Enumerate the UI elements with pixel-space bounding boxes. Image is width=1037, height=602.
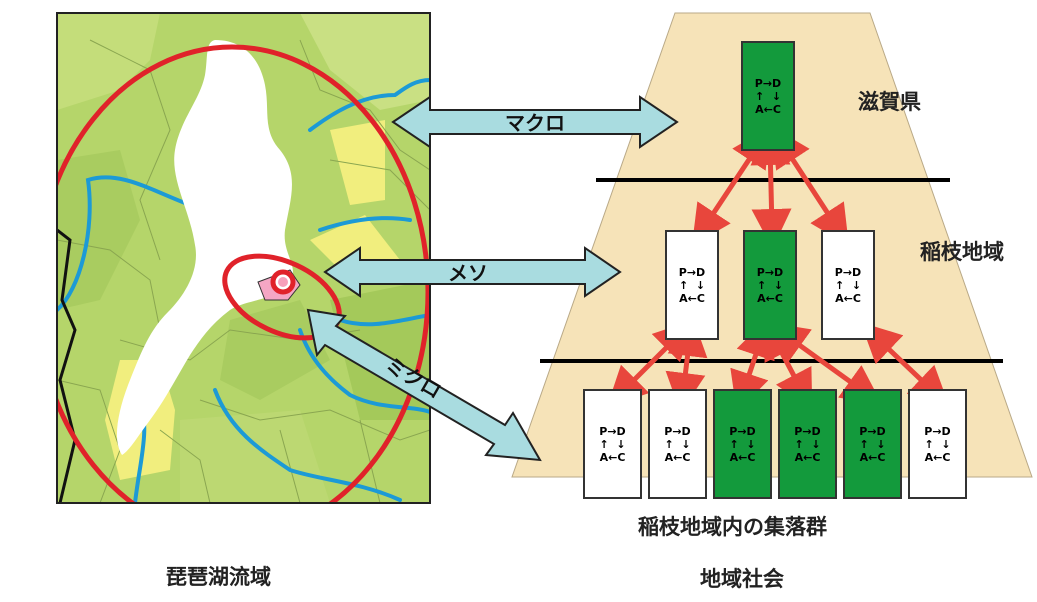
map-region <box>220 300 330 400</box>
cycle-text: ↑ ↓ <box>834 278 862 292</box>
cycle-text: P→D <box>834 265 862 279</box>
cycle-text: A←C <box>859 450 886 464</box>
cycle-text: P→D <box>664 424 691 438</box>
cycle-text: ↑ ↓ <box>678 278 706 292</box>
cycle-text: ↑ ↓ <box>729 437 756 451</box>
macro-label: マクロ <box>505 111 565 135</box>
cycle-text: A←C <box>835 291 861 305</box>
red-arrow <box>750 125 792 249</box>
red-arrow <box>665 316 708 413</box>
cycle-card-village: P→D ↑ ↓ A←C <box>583 389 642 499</box>
map-region-yellow <box>310 215 400 265</box>
cycle-card-region: P→D ↑ ↓ A←C <box>743 230 797 340</box>
map-region <box>57 13 160 110</box>
red-arrow <box>860 322 950 407</box>
cycle-card-village: P→D ↑ ↓ A←C <box>648 389 707 499</box>
cycle-text: A←C <box>924 450 951 464</box>
micro-arrow <box>306 308 542 462</box>
cycle-text: A←C <box>729 450 756 464</box>
cycle-text: P→D <box>599 424 626 438</box>
meso-label: メソ <box>448 261 488 285</box>
map-region <box>300 13 430 110</box>
cycle-text: P→D <box>678 265 706 279</box>
level-label-prefecture: 滋賀県 <box>858 90 921 114</box>
cycle-text: P→D <box>756 265 784 279</box>
cycle-text: A←C <box>664 450 691 464</box>
cycle-text: A←C <box>599 450 626 464</box>
cycle-text: A←C <box>757 291 783 305</box>
red-arrow <box>730 317 775 412</box>
caption-lake-basin: 琵琶湖流域 <box>166 565 271 589</box>
interaction-arrows <box>606 125 950 413</box>
cycle-text: A←C <box>794 450 821 464</box>
cycle-card-village: P→D ↑ ↓ A←C <box>713 389 772 499</box>
cycle-text: P→D <box>794 424 821 438</box>
red-arrow <box>771 126 849 246</box>
cycle-text: ↑ ↓ <box>756 278 784 292</box>
cycle-text: A←C <box>755 102 781 116</box>
cycle-text: ↑ ↓ <box>794 437 821 451</box>
map-region <box>57 150 140 310</box>
caption-community: 地域社会 <box>700 567 784 591</box>
map-frame <box>56 12 431 504</box>
map-region-yellow <box>330 120 385 205</box>
cycle-text: P→D <box>859 424 886 438</box>
micro-dot <box>278 277 288 287</box>
cycle-card-prefecture: P→D ↑ ↓ A←C <box>741 41 795 151</box>
macro-circle <box>57 44 430 503</box>
level-label-region: 稲枝地域 <box>920 240 1004 264</box>
cycle-text: ↑ ↓ <box>924 437 951 451</box>
cycle-card-region: P→D ↑ ↓ A←C <box>821 230 875 340</box>
level-label-villages: 稲枝地域内の集落群 <box>638 515 827 539</box>
lake-biwa-map <box>57 13 430 503</box>
cycle-text: ↑ ↓ <box>859 437 886 451</box>
red-arrow <box>767 322 883 405</box>
cycle-text: ↑ ↓ <box>664 437 691 451</box>
cycle-text: P→D <box>729 424 756 438</box>
cycle-text: A←C <box>679 291 705 305</box>
lake-biwa <box>116 40 294 455</box>
map-rivers <box>57 78 430 503</box>
cycle-card-village: P→D ↑ ↓ A←C <box>908 389 967 499</box>
cycle-text: P→D <box>924 424 951 438</box>
cycle-card-village: P→D ↑ ↓ A←C <box>843 389 902 499</box>
cycle-text: P→D <box>754 76 782 90</box>
cycle-card-village: P→D ↑ ↓ A←C <box>778 389 837 499</box>
macro-arrow <box>391 95 679 149</box>
meso-arrow <box>323 246 622 298</box>
cycle-text: ↑ ↓ <box>754 89 782 103</box>
map-region <box>180 410 330 503</box>
cycle-card-region: P→D ↑ ↓ A←C <box>665 230 719 340</box>
cycle-text: ↑ ↓ <box>599 437 626 451</box>
